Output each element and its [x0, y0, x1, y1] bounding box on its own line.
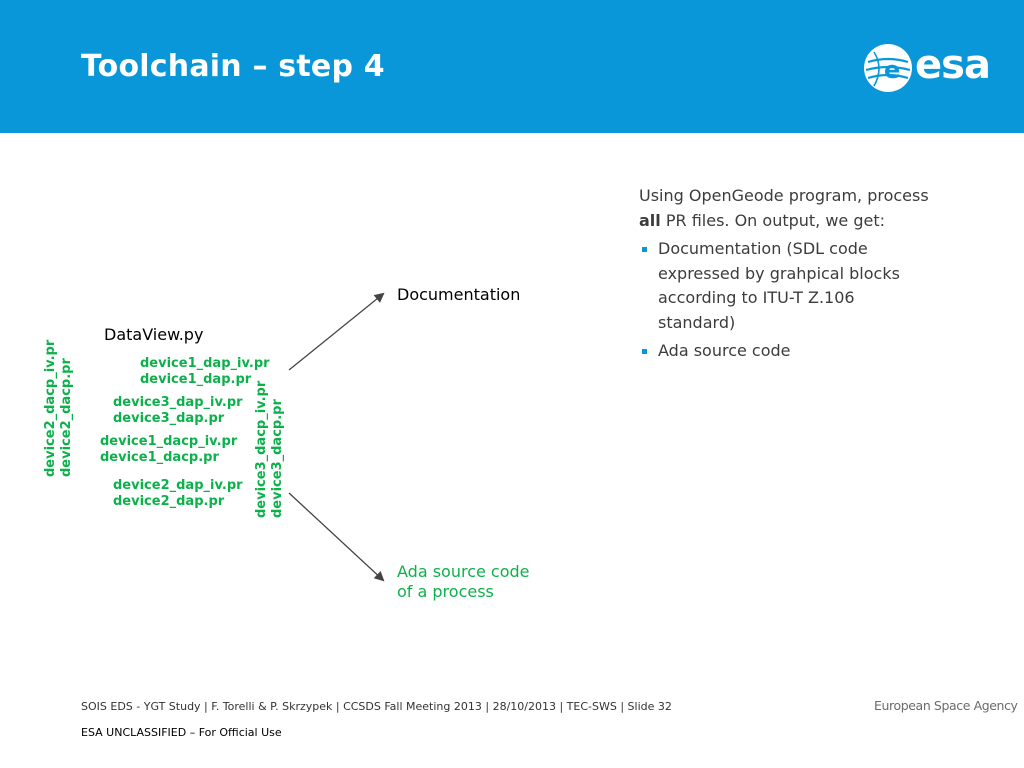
file-name: device2_dap_iv.pr — [113, 478, 243, 493]
file-name: device2_dacp_iv.pr — [43, 339, 58, 477]
file-name: device3_dacp_iv.pr — [254, 380, 269, 518]
file-name: device1_dap_iv.pr — [140, 356, 270, 371]
intro-paragraph: Using OpenGeode program, process all PR … — [639, 186, 929, 230]
ada-source-label: Ada source code of a process — [397, 562, 530, 601]
toolchain-diagram: DataView.py Documentation device1_dap_iv… — [0, 133, 620, 663]
classification-label: ESA UNCLASSIFIED – For Official Use — [81, 726, 282, 739]
slide-title: Toolchain – step 4 — [81, 49, 385, 84]
slide-footer: SOIS EDS - YGT Study | F. Torelli & P. S… — [81, 700, 672, 713]
file-name: device3_dap.pr — [113, 410, 225, 426]
square-bullet-icon — [642, 349, 647, 354]
file-group-device2-dacp-rotated: device2_dacp_iv.pr device2_dacp.pr — [43, 340, 74, 477]
esa-logo-text: esa — [915, 42, 991, 88]
file-name: device1_dacp.pr — [100, 449, 219, 465]
file-group-device1-dacp: device1_dacp_iv.pr device1_dacp.pr — [100, 434, 237, 465]
dataview-label: DataView.py — [104, 325, 204, 344]
side-description: Using OpenGeode program, process all PR … — [639, 184, 929, 368]
documentation-label: Documentation — [397, 285, 521, 304]
output-list: Documentation (SDL code expressed by gra… — [639, 237, 929, 364]
file-name: device1_dap.pr — [140, 371, 252, 387]
diagram-arrows — [288, 292, 385, 582]
arrow-to-ada — [288, 492, 385, 582]
svg-text:e: e — [884, 56, 900, 84]
file-name: device3_dap_iv.pr — [113, 395, 243, 410]
esa-logo: e esa — [862, 40, 1002, 96]
file-group-device3-dacp-rotated: device3_dacp_iv.pr device3_dacp.pr — [254, 381, 285, 518]
arrow-to-documentation — [288, 292, 385, 371]
file-name: device1_dacp_iv.pr — [100, 434, 238, 449]
file-name: device2_dacp.pr — [58, 358, 74, 477]
list-item: Documentation (SDL code expressed by gra… — [639, 237, 929, 335]
file-group-device1-dap: device1_dap_iv.pr device1_dap.pr — [140, 356, 270, 387]
file-name: device2_dap.pr — [113, 493, 225, 509]
agency-name: European Space Agency — [874, 698, 1018, 713]
file-group-device2-dap: device2_dap_iv.pr device2_dap.pr — [113, 478, 243, 509]
square-bullet-icon — [642, 247, 647, 252]
list-item: Ada source code — [639, 339, 929, 364]
esa-globe-icon: e — [864, 44, 912, 92]
emphasis-all: all — [639, 210, 661, 230]
slide-header: Toolchain – step 4 e esa — [0, 0, 1024, 133]
file-group-device3-dap: device3_dap_iv.pr device3_dap.pr — [113, 395, 243, 426]
file-name: device3_dacp.pr — [269, 399, 285, 518]
